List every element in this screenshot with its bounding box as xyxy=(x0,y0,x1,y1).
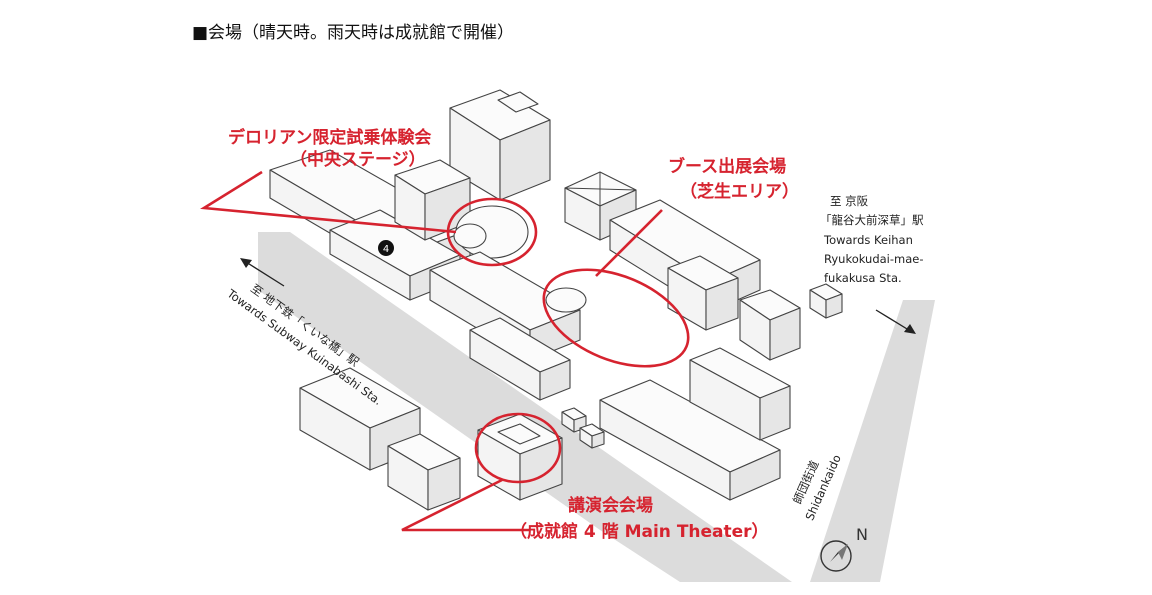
building-4-marker: 4 xyxy=(378,240,394,256)
booths-callout-line xyxy=(595,209,663,277)
stage-callout-title: デロリアン限定試乗体験会 xyxy=(228,127,431,148)
svg-text:Towards Keihan: Towards Keihan xyxy=(823,233,913,247)
svg-text:fukakusa Sta.: fukakusa Sta. xyxy=(824,271,902,285)
keihan-direction: 至 京阪 「龍谷大前深草」駅 Towards Keihan Ryukokudai… xyxy=(820,194,924,285)
subway-arrow xyxy=(240,258,285,287)
booths-highlight xyxy=(542,268,690,368)
booths-callout: ブース出展会場 （芝生エリア） xyxy=(668,156,799,202)
lecture-callout-subtitle: （成就館 4 階 Main Theater） xyxy=(510,521,769,542)
compass: N xyxy=(820,525,868,572)
shidankaido-road xyxy=(810,300,935,582)
stage-callout: デロリアン限定試乗体験会 （中央ステージ） xyxy=(228,127,431,170)
compass-north-label: N xyxy=(856,525,868,544)
map-heading: ■会場（晴天時。雨天時は成就館で開催） xyxy=(192,23,514,43)
stage-highlight xyxy=(446,197,538,267)
roads xyxy=(258,232,935,582)
keihan-arrow xyxy=(875,309,916,334)
stage-callout-line xyxy=(200,170,457,234)
lecture-callout-line xyxy=(401,478,530,532)
lecture-highlight xyxy=(474,412,562,484)
lecture-callout: 講演会会場 （成就館 4 階 Main Theater） xyxy=(510,495,769,542)
svg-text:Ryukokudai-mae-: Ryukokudai-mae- xyxy=(824,252,924,266)
stage-callout-subtitle: （中央ステージ） xyxy=(290,149,426,170)
svg-text:至 京阪: 至 京阪 xyxy=(830,194,869,208)
svg-text:「龍谷大前深草」駅: 「龍谷大前深草」駅 xyxy=(820,213,924,227)
buildings xyxy=(269,89,843,511)
main-road xyxy=(258,232,792,582)
booths-callout-subtitle: （芝生エリア） xyxy=(680,181,799,202)
booths-callout-title: ブース出展会場 xyxy=(668,156,786,177)
highlights xyxy=(200,170,690,532)
svg-text:4: 4 xyxy=(383,244,389,255)
compass-circle xyxy=(820,540,852,572)
lecture-callout-title: 講演会会場 xyxy=(568,495,653,516)
